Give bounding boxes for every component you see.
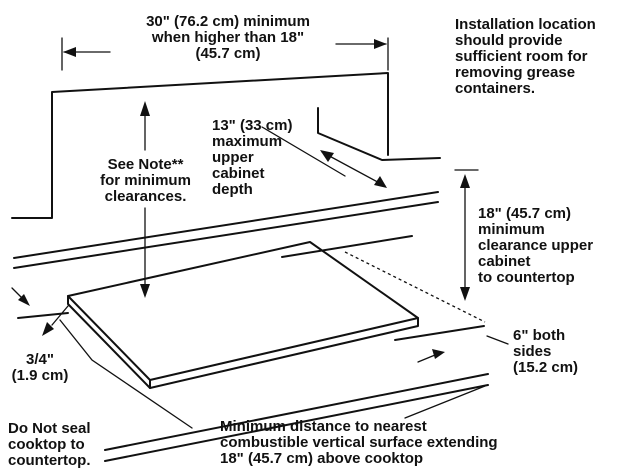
clearance-arrowhead-top — [460, 174, 470, 188]
width-minimum-label: 30" (76.2 cm) minimum when higher than 1… — [146, 13, 310, 62]
installation-location-note: Installation location should provide suf… — [455, 16, 596, 97]
depth-leader — [261, 126, 346, 177]
clearance-label: 18" (45.7 cm) minimum clearance upper ca… — [478, 205, 594, 286]
wall-line-rear — [281, 235, 413, 258]
edge-arrowhead-top — [18, 294, 30, 306]
clearance-arrowhead-bottom — [460, 287, 470, 301]
wall-line-upper — [13, 191, 439, 259]
note-arrowhead-up — [140, 101, 150, 116]
width-arrowhead-right — [374, 39, 387, 49]
countertop-edge-line-1 — [104, 373, 489, 451]
upper-cabinet-outline — [11, 72, 389, 219]
see-note-label: See Note** for minimum clearances. — [100, 156, 191, 205]
cooktop-front-face — [149, 317, 419, 389]
side-arrowhead — [432, 349, 445, 359]
countertop-edge-line-2 — [104, 384, 489, 462]
min-distance-leader — [404, 385, 486, 419]
depth-arrow-line — [321, 151, 386, 187]
edge-arrow-bottom-line — [51, 305, 69, 326]
cooktop-top-surface — [67, 241, 419, 381]
side-distance-label: 6" both sides (15.2 cm) — [513, 327, 579, 376]
depth-arrowhead-top — [320, 150, 334, 162]
seal-leader — [59, 319, 193, 429]
countertop-right-line — [394, 325, 485, 341]
depth-arrowhead-bottom — [374, 176, 387, 188]
side-arrow-line — [417, 354, 436, 363]
dashed-vent-line — [344, 251, 486, 323]
cooktop-left-face — [67, 295, 151, 389]
cabinet-side-outline — [317, 107, 441, 161]
edge-arrowhead-bottom — [42, 322, 54, 336]
wall-line-lower — [13, 201, 439, 269]
side-leader-line — [486, 335, 509, 345]
countertop-front-line — [17, 312, 69, 319]
note-arrowhead-down — [140, 284, 150, 298]
edge-height-label: 3/4" (1.9 cm) — [11, 351, 69, 384]
minimum-distance-label: Minimum distance to nearest combustible … — [220, 418, 498, 467]
cabinet-depth-label: 13" (33 cm) maximum upper cabinet depth — [212, 117, 293, 198]
width-arrowhead-left — [63, 47, 76, 57]
do-not-seal-label: Do Not seal cooktop to countertop. — [8, 420, 91, 469]
